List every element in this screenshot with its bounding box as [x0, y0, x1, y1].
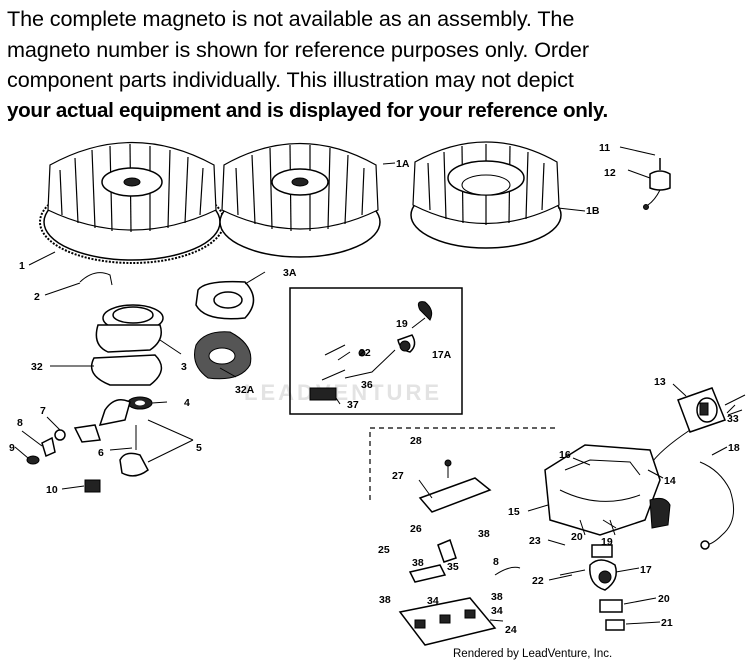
- footer-credit: Rendered by LeadVenture, Inc.: [453, 648, 613, 660]
- callout-1: 1: [19, 260, 25, 272]
- notice-line-4: your actual equipment and is displayed f…: [7, 98, 608, 122]
- callout-5: 5: [196, 442, 202, 454]
- watermark: LEADVENTURE: [244, 380, 443, 405]
- notice-text: The complete magneto is not available as…: [7, 4, 747, 126]
- callout-18: 18: [728, 442, 740, 454]
- callout-34-left: 34: [427, 595, 439, 607]
- callout-35: 35: [447, 561, 459, 573]
- callout-33: 33: [727, 413, 739, 425]
- ignition-lead: [699, 461, 735, 546]
- callout-37: 37: [347, 399, 359, 411]
- clip-2: [79, 272, 113, 286]
- callout-22: 22: [532, 575, 544, 587]
- callout-34-right: 34: [491, 605, 503, 617]
- callout-8: 8: [17, 417, 23, 429]
- callout-20-lower: 20: [658, 593, 670, 605]
- callout-21: 21: [661, 617, 673, 629]
- callout-25: 25: [378, 544, 390, 556]
- callout-7: 7: [40, 405, 46, 417]
- callout-28: 28: [410, 435, 422, 447]
- callout-38-d: 38: [379, 594, 391, 606]
- callout-10: 10: [46, 484, 58, 496]
- dashed-reference-line: [369, 427, 555, 500]
- callout-12: 12: [604, 167, 616, 179]
- callout-38-a: 38: [478, 528, 490, 540]
- callout-32a: 32A: [235, 384, 255, 396]
- flywheel-1a: [219, 143, 381, 258]
- callout-20-upper: 20: [571, 531, 583, 543]
- callout-16: 16: [559, 449, 571, 461]
- callout-3: 3: [181, 361, 187, 373]
- callout-1a: 1A: [396, 158, 410, 170]
- callout-38-c: 38: [491, 591, 503, 603]
- leader-lines: [14, 146, 736, 625]
- callout-23: 23: [529, 535, 541, 547]
- callout-27: 27: [392, 470, 404, 482]
- callout-24: 24: [505, 624, 517, 636]
- callout-9: 9: [9, 442, 15, 454]
- flywheel-ring-gear: [39, 141, 225, 264]
- callout-14: 14: [664, 475, 676, 487]
- callout-17a: 17A: [432, 349, 452, 361]
- callout-32: 32: [31, 361, 43, 373]
- callout-19-inset: 19: [396, 318, 408, 330]
- notice-line-3: component parts individually. This illus…: [7, 67, 574, 92]
- callout-1b: 1B: [586, 205, 600, 217]
- callout-4: 4: [184, 397, 190, 409]
- pickup-assembly: [559, 497, 671, 631]
- flywheel-1b: [410, 141, 562, 249]
- callout-3a: 3A: [283, 267, 297, 279]
- callout-26: 26: [410, 523, 422, 535]
- starter-cup-parts: [90, 280, 255, 386]
- inset-box: [289, 287, 463, 415]
- callout-2: 2: [34, 291, 40, 303]
- callout-19: 19: [601, 536, 613, 548]
- callout-36: 36: [361, 379, 373, 391]
- callout-17: 17: [640, 564, 652, 576]
- module-assembly: [398, 459, 521, 646]
- callout-15: 15: [508, 506, 520, 518]
- kill-switch-wire: [643, 158, 671, 210]
- callout-11: 11: [599, 142, 610, 154]
- callout-13: 13: [654, 376, 666, 388]
- callout-38-b: 38: [412, 557, 424, 569]
- callout-22-inset: 22: [359, 347, 371, 359]
- callout-labels: 1 1A 1B 2 3 3A 4 5 6 7 8 9 10 11 12 13 1…: [9, 142, 740, 636]
- notice-line-1: The complete magneto is not available as…: [7, 6, 575, 31]
- callout-6: 6: [98, 447, 104, 459]
- ignition-coil: [649, 387, 746, 466]
- breaker-points-assembly: [26, 396, 153, 493]
- notice-line-2: magneto number is shown for reference pu…: [7, 36, 589, 62]
- callout-8-lower: 8: [493, 556, 499, 568]
- inset-parts: [309, 301, 433, 401]
